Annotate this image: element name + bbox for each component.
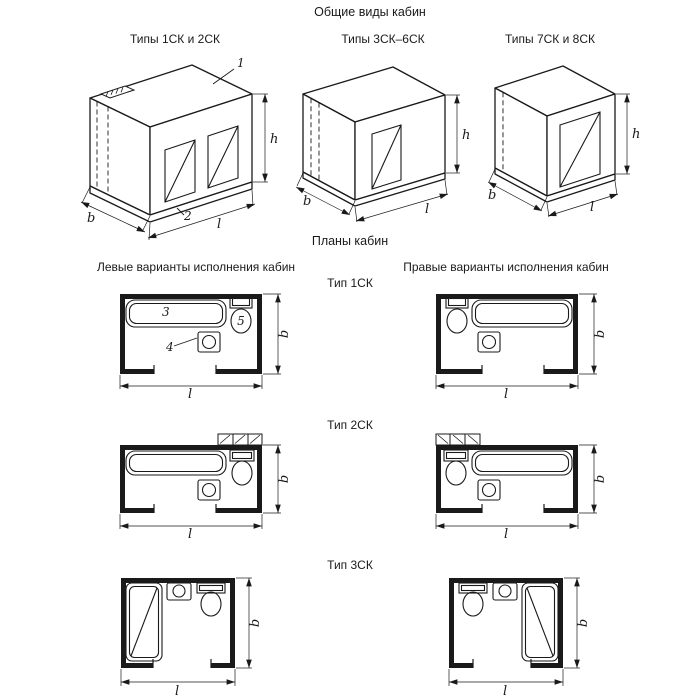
vent-unit (435, 433, 481, 446)
dimension-lines (80, 93, 268, 241)
callout-3-bathtub: 3 (162, 305, 170, 319)
plan-drawing (121, 578, 235, 668)
right-column-title: Правые варианты исполнения кабин (403, 260, 609, 274)
plan-drawing-mirrored (435, 433, 578, 513)
plan-2sk-right: b l (435, 433, 608, 542)
door-jambs (152, 659, 212, 668)
hidden-edge-lines (96, 101, 109, 195)
walls (449, 578, 563, 668)
bathtub (125, 450, 227, 476)
plan-drawing-mirrored (449, 578, 563, 668)
callout-1-roof: 1 (237, 56, 245, 70)
dim-l-label: l (425, 202, 429, 217)
left-column-title: Левые варианты исполнения кабин (96, 260, 296, 274)
toilet (229, 295, 253, 334)
type-label-3sk: Тип 3СК (327, 558, 373, 572)
plan-drawing (120, 433, 263, 513)
dim-b-label: b (593, 330, 608, 338)
dim-h-label: h (270, 132, 278, 147)
dim-l-label: l (188, 527, 192, 542)
plan-2sk-left: b l (119, 433, 292, 542)
door-jambs (481, 365, 545, 374)
shower-tray (125, 582, 163, 662)
dim-l-label: l (217, 217, 221, 232)
type-label-2sk: Тип 2СК (327, 418, 373, 432)
plan-1sk-right: b l (435, 293, 608, 402)
dimension-lines (119, 293, 281, 389)
dim-b-label: b (277, 330, 292, 338)
dim-l-label: l (590, 200, 594, 215)
toilet (229, 449, 255, 486)
sink (166, 582, 192, 601)
dimension-lines (448, 577, 580, 686)
type-label-1sk: Тип 1СК (327, 276, 373, 290)
toilet (445, 295, 469, 334)
bathtub (125, 299, 227, 328)
callout-2-base: 2 (183, 209, 192, 223)
dim-b-label: b (87, 211, 95, 226)
sink (197, 331, 221, 353)
walls (436, 294, 578, 374)
dimension-lines (120, 577, 252, 686)
dimension-lines (435, 293, 597, 389)
sink (477, 331, 501, 353)
isometric-view-7sk-8sk: h b l (487, 65, 640, 218)
door-opening (371, 124, 402, 190)
sink (197, 479, 221, 501)
shower-tray (521, 582, 559, 662)
walls (121, 578, 235, 668)
toilet (458, 582, 488, 617)
dim-b-label: b (277, 475, 292, 483)
dim-b-label: b (488, 188, 496, 203)
callout-5-toilet: 5 (237, 314, 245, 328)
toilet (443, 449, 469, 486)
dim-l-label: l (188, 387, 192, 402)
walls (436, 445, 578, 513)
vent-block (99, 85, 136, 99)
dim-l-label: l (175, 684, 179, 699)
vent-unit (217, 433, 263, 446)
walls (120, 294, 262, 374)
view-title-1: Типы 1СК и 2СК (130, 32, 220, 46)
toilet (196, 582, 226, 617)
dim-b-label: b (576, 619, 591, 627)
dim-h-label: h (632, 127, 640, 142)
dim-h-label: h (462, 128, 470, 143)
bathtub (471, 450, 573, 476)
view-title-3: Типы 7СК и 8СК (505, 32, 595, 46)
dimension-lines (487, 93, 630, 218)
dimension-lines (435, 444, 597, 529)
general-views-title: Общие виды кабин (314, 5, 426, 19)
dim-b-label: b (303, 194, 311, 209)
view-title-2: Типы 3СК–6СК (341, 32, 425, 46)
door-opening (559, 111, 601, 188)
door-jambs (472, 659, 532, 668)
door-jambs (153, 504, 217, 513)
sink (492, 582, 518, 601)
bathtub (471, 299, 573, 328)
dimension-lines (295, 94, 460, 223)
isometric-view-3sk-6sk: h b l (295, 66, 470, 223)
dim-l-label: l (504, 387, 508, 402)
dimension-lines (119, 444, 281, 529)
door-jambs (481, 504, 545, 513)
plan-3sk-right: b l (448, 577, 591, 699)
isometric-view-1sk-2sk: 1 2 h b l (80, 56, 278, 241)
dim-l-label: l (503, 684, 507, 699)
plan-drawing-mirrored (436, 294, 578, 374)
walls (120, 445, 262, 513)
plan-3sk-left: b l (120, 577, 263, 699)
plan-drawing (120, 294, 262, 374)
callout-4-sink: 4 (165, 340, 174, 354)
door-opening-1 (164, 139, 196, 203)
door-opening-2 (207, 125, 239, 189)
sink (477, 479, 501, 501)
dim-l-label: l (504, 527, 508, 542)
callout-leader-sink (173, 337, 198, 347)
plans-title: Планы кабин (311, 234, 389, 248)
dim-b-label: b (248, 619, 263, 627)
dim-b-label: b (593, 475, 608, 483)
plan-1sk-left: 3 4 5 b l (119, 293, 292, 402)
door-jambs (153, 365, 217, 374)
